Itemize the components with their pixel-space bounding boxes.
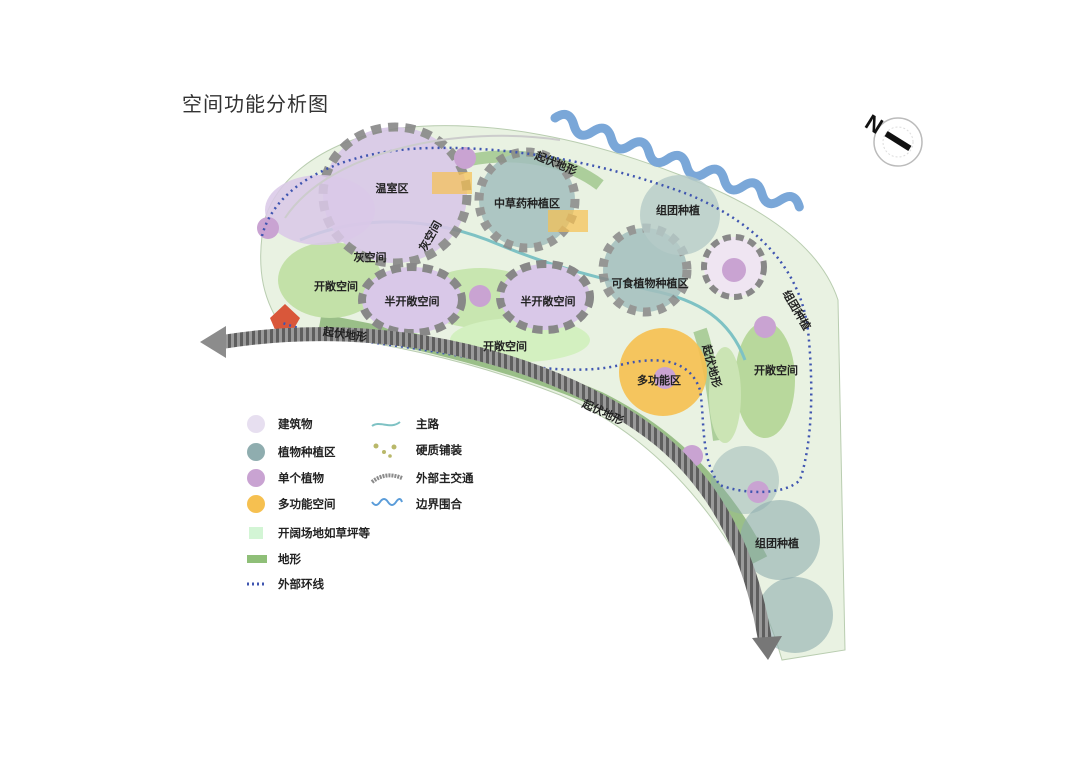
compass: N — [861, 109, 923, 167]
single-plant-swatch-icon — [247, 469, 265, 487]
single-plant — [257, 217, 279, 239]
north-arrow-icon — [884, 131, 912, 151]
paving — [432, 172, 472, 194]
boundary-swatch-icon — [371, 498, 403, 506]
zone-group-planting-label: 组团种植 — [755, 537, 799, 550]
traffic-arrow-south — [752, 636, 782, 660]
terrain-swatch-icon — [247, 555, 267, 563]
zone-gray-space-label: 灰空间 — [353, 251, 387, 264]
single-plant — [654, 367, 676, 389]
single-plant — [469, 285, 491, 307]
compass-letter: N — [861, 109, 888, 139]
zone-greenhouse-label: 温室区 — [375, 182, 409, 195]
open-field — [735, 322, 795, 438]
entrance-marker — [270, 304, 300, 332]
main-road-swatch-icon — [371, 421, 401, 427]
multi-function-swatch-icon — [247, 495, 265, 513]
planting-swatch-icon — [247, 443, 265, 461]
zone-semi-open-label: 半开敞空间 — [520, 295, 576, 308]
zone-herb-label: 中草药种植区 — [494, 197, 560, 210]
traffic-arrow-west — [200, 326, 226, 358]
planting-zone — [640, 175, 720, 255]
building-swatch-icon — [247, 415, 265, 433]
paving-swatch-icon — [373, 443, 397, 458]
external-traffic — [220, 327, 772, 642]
open-field — [278, 242, 382, 318]
building-zone — [496, 260, 594, 334]
zone-multi-function-label: 多功能区 — [637, 374, 681, 387]
zone-group-planting-label: 组团种植 — [656, 204, 700, 217]
planting-zone — [740, 500, 820, 580]
zone-open-space-label: 开敞空间 — [483, 340, 527, 353]
boundary-wave — [550, 109, 804, 212]
open-field — [709, 347, 741, 443]
zone-open-space-label: 开敞空间 — [314, 280, 358, 293]
building-zone — [265, 175, 375, 245]
planting-zone — [757, 577, 833, 653]
traffic-arc — [284, 134, 561, 219]
page-title: 空间功能分析图 — [182, 92, 329, 116]
loop-swatch-icon — [247, 582, 267, 586]
single-plant — [454, 147, 476, 169]
single-plant — [722, 258, 746, 282]
paving — [548, 210, 588, 232]
zone-semi-open-label: 半开敞空间 — [384, 295, 440, 308]
building-zone — [358, 263, 466, 337]
open-field-swatch-icon — [249, 527, 263, 539]
zone-edible-label: 可食植物种植区 — [611, 277, 689, 290]
traffic-swatch-icon — [370, 473, 403, 484]
zone-open-space-label: 开敞空间 — [754, 364, 798, 377]
single-plant — [754, 316, 776, 338]
